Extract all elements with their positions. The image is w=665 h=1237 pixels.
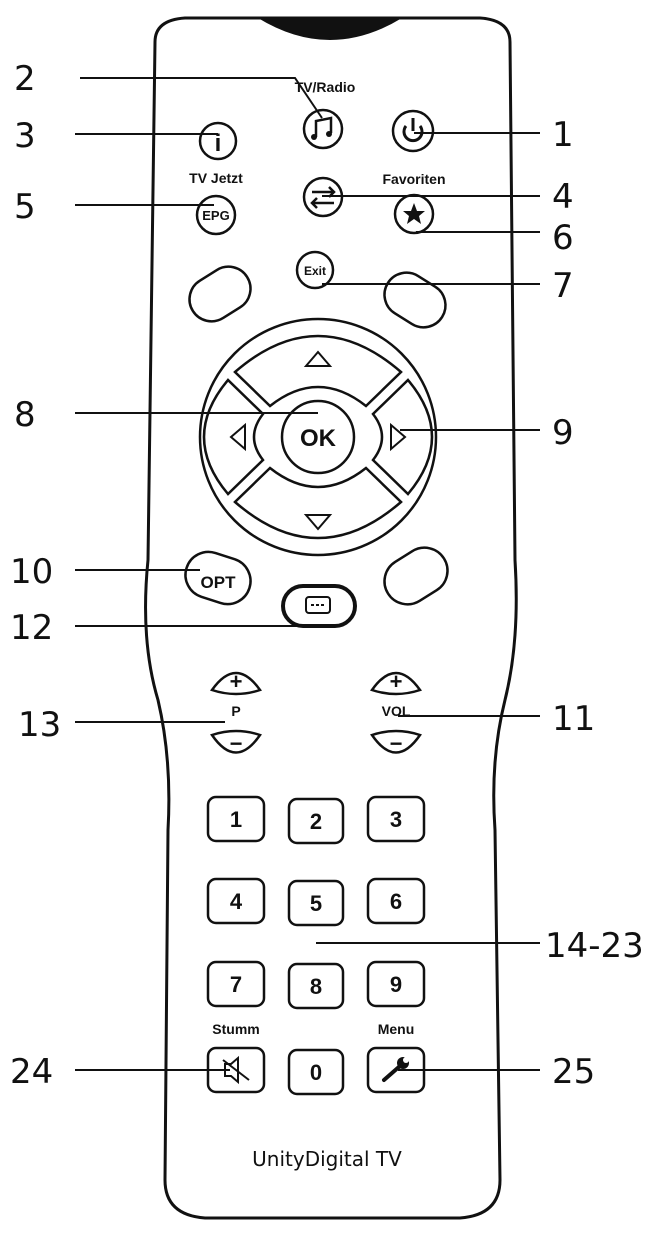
epg-button[interactable]: EPG (195, 194, 237, 236)
ir-window (258, 18, 402, 40)
digit-0-label: 0 (310, 1060, 322, 1085)
callout-7: 7 (552, 266, 574, 306)
leader-lines (75, 77, 540, 1071)
mute-speaker-icon (222, 1055, 250, 1085)
exit-button[interactable]: Exit (295, 250, 335, 290)
callout-6: 6 (552, 218, 574, 258)
digit-6-label: 6 (390, 889, 402, 914)
volume-plus-label: + (390, 669, 403, 694)
right-arrow-icon (390, 422, 407, 452)
callout-13: 13 (18, 705, 61, 745)
mute-button[interactable] (206, 1046, 266, 1094)
exit-label: Exit (304, 264, 326, 278)
callout-4: 4 (552, 177, 574, 217)
callout-3: 3 (14, 116, 36, 156)
volume-up-button[interactable]: + (370, 669, 422, 696)
channel-plus-label: + (230, 669, 243, 694)
callout-12: 12 (10, 608, 53, 648)
callout-9: 9 (552, 413, 574, 453)
d-pad-down[interactable] (233, 466, 403, 540)
volume-minus-label: − (390, 731, 403, 756)
digit-2-button[interactable]: 2 (287, 797, 345, 845)
digit-3-button[interactable]: 3 (366, 795, 426, 843)
favorites-button[interactable] (393, 193, 435, 235)
lower-right-oval-button[interactable] (376, 539, 456, 613)
d-pad-up[interactable] (233, 334, 403, 408)
callout-11: 11 (552, 699, 595, 739)
digit-9-label: 9 (390, 972, 402, 997)
opt-button[interactable]: OPT (180, 546, 257, 610)
tv-radio-label: TV/Radio (295, 79, 356, 95)
up-arrow-icon (303, 350, 333, 367)
digit-1-button[interactable]: 1 (206, 795, 266, 843)
info-icon: i (215, 130, 222, 157)
menu-label: Menu (378, 1021, 415, 1037)
epg-label: EPG (202, 208, 229, 223)
channel-down-button[interactable]: − (210, 729, 262, 756)
music-note-icon (311, 116, 333, 140)
ok-label: OK (300, 425, 337, 452)
teletext-button[interactable] (281, 584, 357, 628)
digit-5-button[interactable]: 5 (287, 879, 345, 927)
stumm-label: Stumm (212, 1021, 259, 1037)
digit-4-label: 4 (230, 889, 243, 914)
digit-4-button[interactable]: 4 (206, 877, 266, 925)
callout-25: 25 (552, 1052, 595, 1092)
info-button[interactable]: i (198, 121, 238, 161)
power-button[interactable] (391, 109, 435, 153)
callout-1: 1 (552, 115, 574, 155)
tv-jetzt-label: TV Jetzt (189, 170, 243, 186)
digit-8-button[interactable]: 8 (287, 962, 345, 1010)
callout-14-23: 14-23 (545, 926, 644, 966)
upper-left-oval-button[interactable] (181, 258, 259, 329)
digit-0-button[interactable]: 0 (287, 1048, 345, 1096)
digit-8-label: 8 (310, 974, 322, 999)
menu-button[interactable] (366, 1046, 426, 1094)
star-icon (403, 203, 425, 224)
digit-7-button[interactable]: 7 (206, 960, 266, 1008)
channel-up-button[interactable]: + (210, 669, 262, 696)
teletext-icon (305, 596, 331, 614)
volume-down-button[interactable]: − (370, 729, 422, 756)
opt-label: OPT (201, 573, 237, 592)
digit-1-label: 1 (230, 807, 242, 832)
callout-5: 5 (14, 187, 36, 227)
brand-logo: UnityDigital TV (252, 1147, 402, 1171)
p-label: P (231, 703, 240, 719)
callout-10: 10 (10, 552, 53, 592)
ok-button[interactable]: OK (280, 399, 356, 475)
digit-5-label: 5 (310, 891, 322, 916)
down-arrow-icon (303, 514, 333, 531)
wrench-icon (382, 1057, 409, 1082)
callout-2: 2 (14, 59, 36, 99)
favoriten-label: Favoriten (382, 171, 445, 187)
digit-2-label: 2 (310, 809, 322, 834)
channel-minus-label: − (230, 731, 243, 756)
digit-6-button[interactable]: 6 (366, 877, 426, 925)
callout-24: 24 (10, 1052, 53, 1092)
digit-7-label: 7 (230, 972, 242, 997)
power-icon (402, 118, 424, 143)
callout-8: 8 (14, 395, 36, 435)
digit-3-label: 3 (390, 807, 402, 832)
left-arrow-icon (229, 422, 246, 452)
digit-9-button[interactable]: 9 (366, 960, 426, 1008)
tv-radio-button[interactable] (302, 108, 344, 150)
